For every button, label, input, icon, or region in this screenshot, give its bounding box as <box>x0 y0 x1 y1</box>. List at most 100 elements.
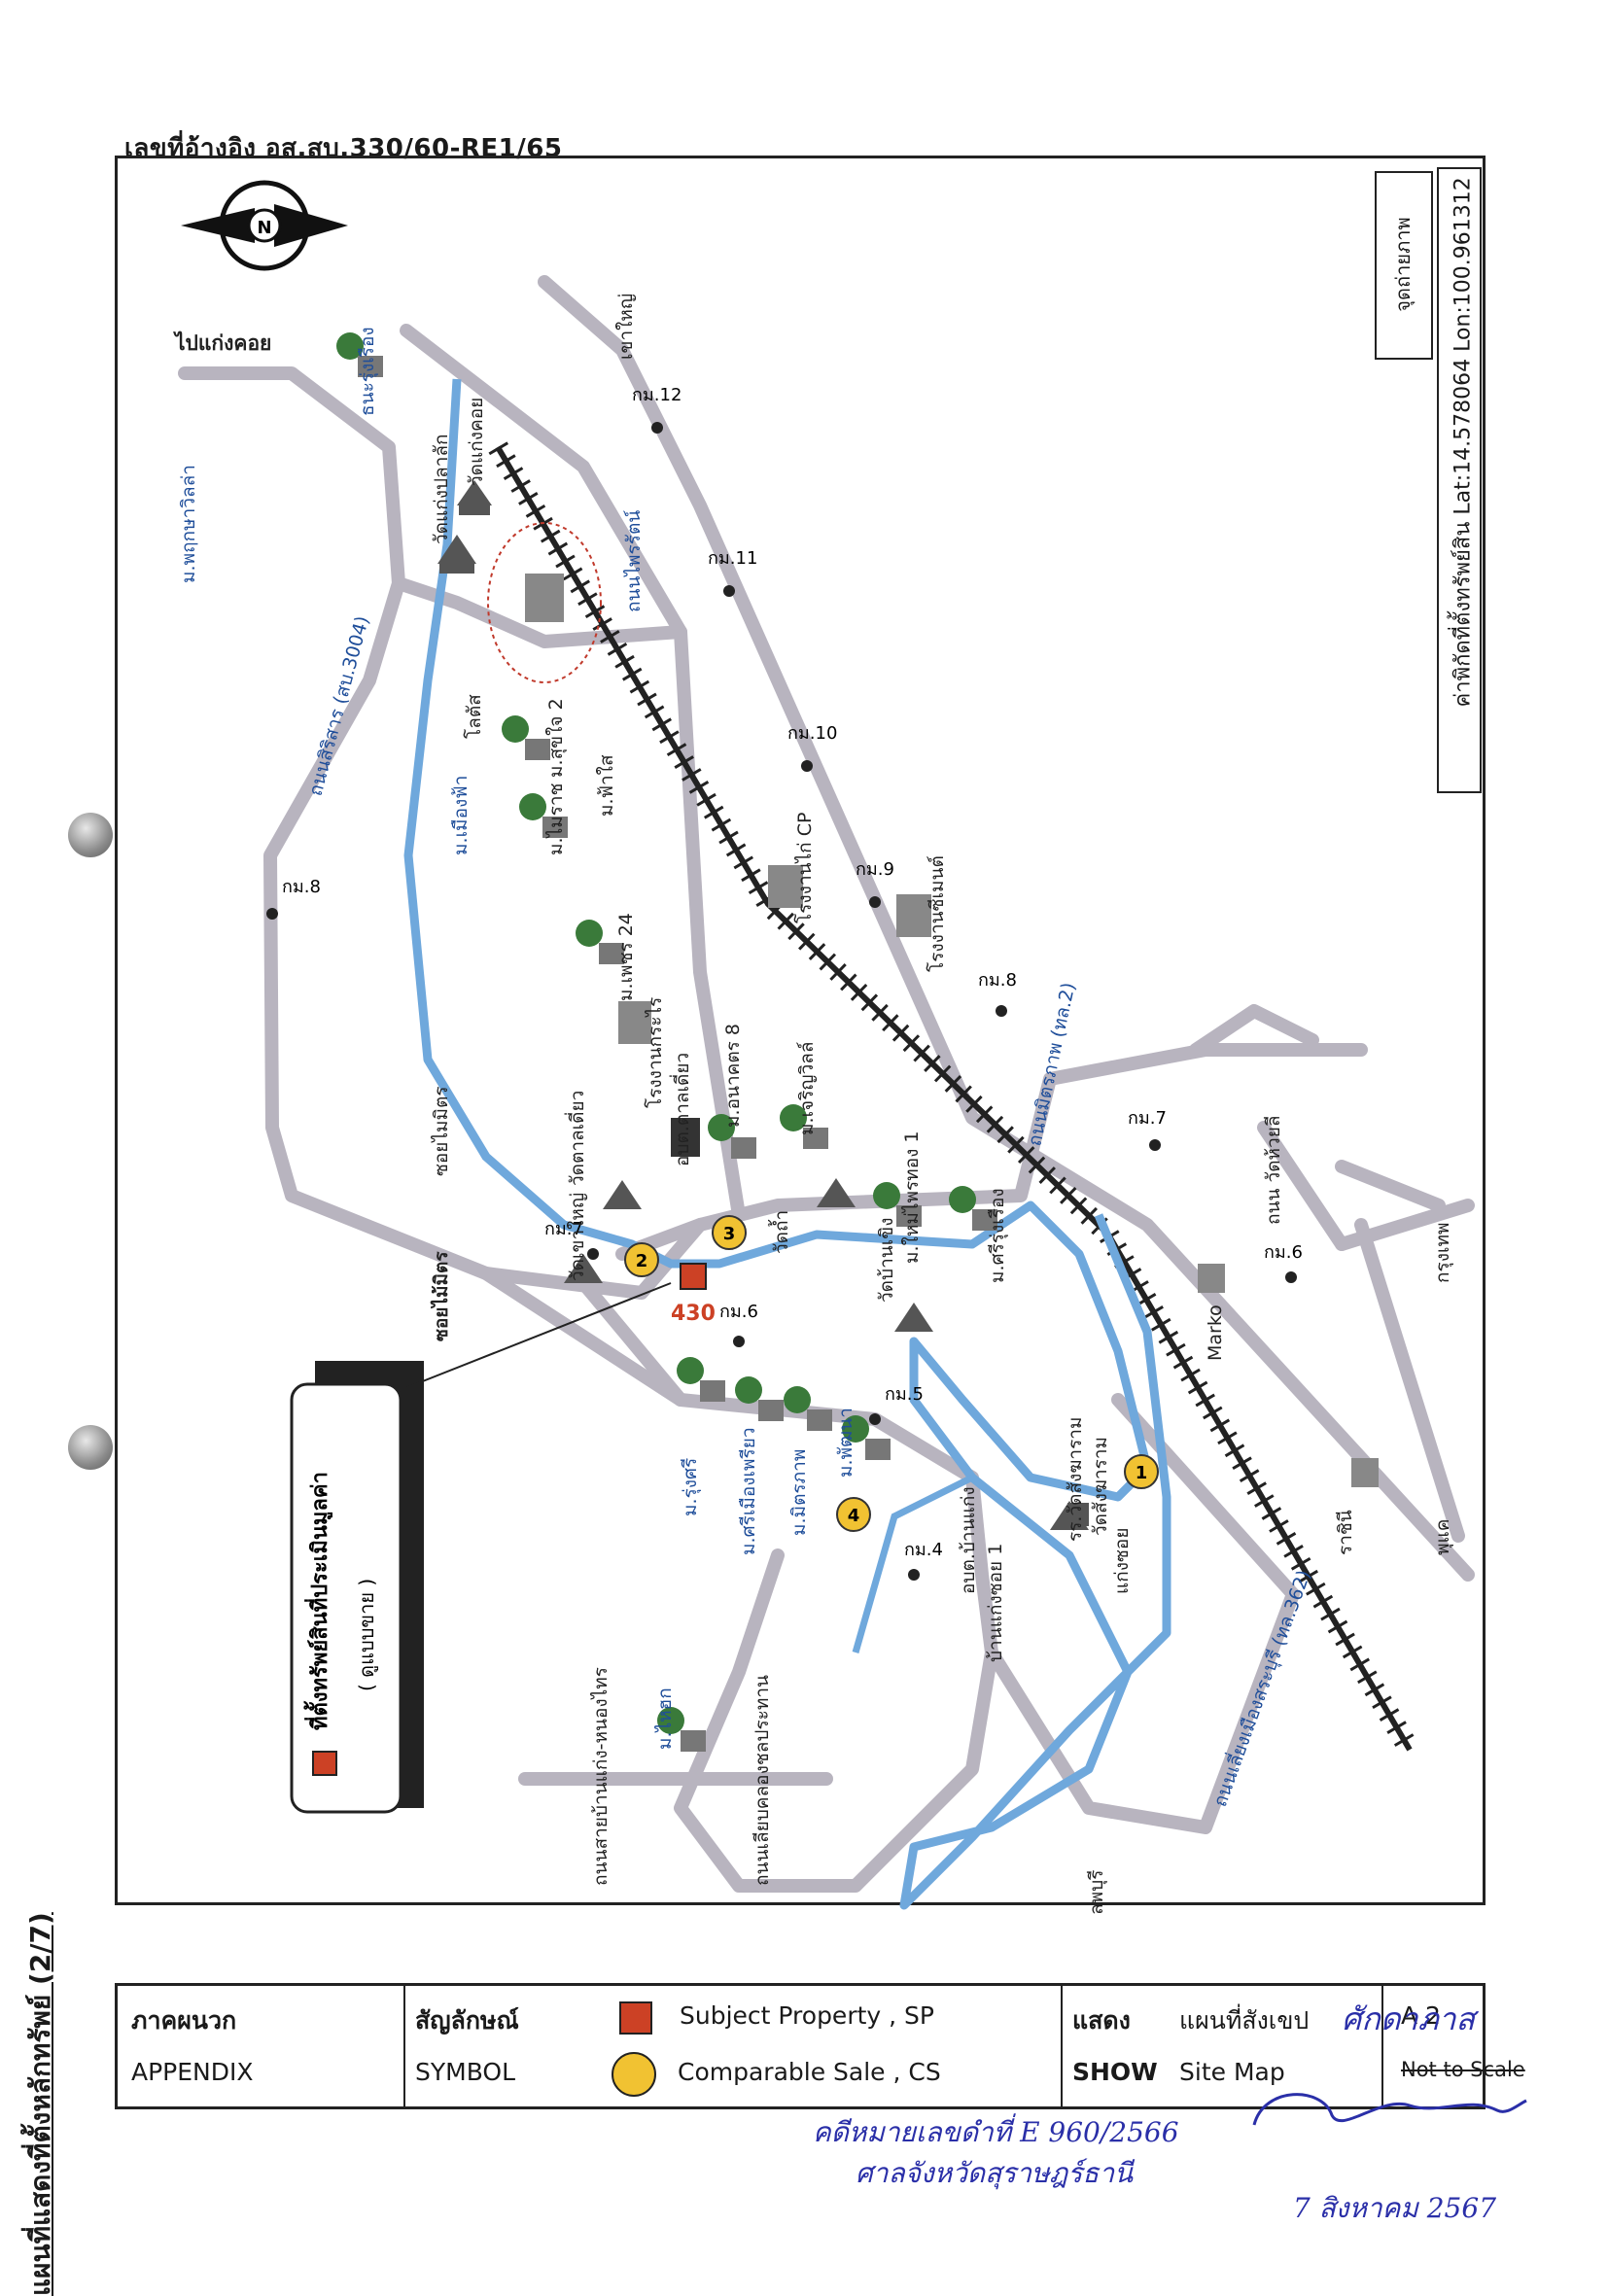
tree-icon <box>949 1186 997 1231</box>
tree-icon <box>336 332 383 377</box>
symbol-th: สัญลักษณ์ <box>415 2006 519 2035</box>
label: ซอยไมมิตร <box>431 1086 452 1176</box>
label: ม.พฤกษาวิลล่า <box>178 465 199 583</box>
km-label: กม.12 <box>632 385 682 405</box>
show-th: แสดง <box>1072 2006 1131 2035</box>
label: ม.ไมราช <box>545 783 567 855</box>
railway-line <box>488 441 1419 1756</box>
scale-note: Not to Scale <box>1401 2058 1525 2081</box>
label: ม.ศรีเมืองเพรียว <box>738 1427 759 1555</box>
label: วัดแก่งคอย <box>466 398 487 486</box>
building-icon <box>671 1118 700 1157</box>
subject-callout: ที่ตั้งทรัพย์สินที่ประเมินมูลค่า ( ดูแบบ… <box>290 1282 672 1814</box>
label: วัดถ้ำ <box>768 1210 792 1254</box>
km-label: กม.6 <box>719 1302 758 1322</box>
km-label: กม.8 <box>282 877 321 897</box>
svg-text:3: 3 <box>723 1224 736 1244</box>
tree-icon <box>842 1415 891 1460</box>
comparable-3: 3 <box>712 1215 747 1250</box>
temple-icon <box>564 1254 603 1283</box>
label: โรงงานกระไร <box>644 997 666 1108</box>
coordinates-box <box>1437 167 1482 793</box>
comparable-4: 4 <box>836 1497 871 1532</box>
symbol-en: SYMBOL <box>415 2058 516 2086</box>
comparable-markers: 1 2 3 4 <box>624 1215 1159 1532</box>
svg-text:2: 2 <box>636 1251 648 1271</box>
label: ม.ศรีรุ่งเรือง <box>987 1188 1009 1283</box>
label: ถนนสายบ้านแก่ง-หนองไทร <box>590 1667 612 1886</box>
punch-hole-top <box>68 813 113 857</box>
km-label: กม.5 <box>885 1384 924 1405</box>
temple-icon <box>437 535 476 574</box>
label: วัดตาลเดี่ยว <box>564 1091 588 1186</box>
north-label: N <box>257 218 271 238</box>
label: อบต.ตาลเดี่ยว <box>669 1053 693 1166</box>
label: ลพบุรี <box>1086 1870 1108 1915</box>
appendix-th: ภาคผนวก <box>131 2006 237 2035</box>
comparable-swatch <box>612 2052 656 2097</box>
label: ถนนสิริสาร (สบ.3004) <box>305 613 374 798</box>
label: ราชินี <box>1335 1510 1356 1555</box>
subject-callout-label-2: ( ดูแบบขาย ) <box>355 1579 379 1691</box>
photo-point-box <box>1375 171 1433 360</box>
label: ม.ไหฮก <box>654 1687 676 1750</box>
subject-callout-label-1: ที่ตั้งทรัพย์สินที่ประเมินมูลค่า <box>303 1472 333 1730</box>
handwritten-case-number: คดีหมายเลขดำที่ E 960/2566 <box>813 2116 1179 2148</box>
legend-panel: ภาคผนวก APPENDIX สัญลักษณ์ SYMBOL Subjec… <box>115 1983 1525 2109</box>
handwritten-court: ศาลจังหวัดสุราษฎร์ธานี <box>856 2157 1134 2189</box>
label: แก่งซอย <box>1111 1528 1133 1594</box>
label: ธนะรุ่งเรือง <box>357 327 379 416</box>
km-label: กม.10 <box>787 723 837 744</box>
temple-icon <box>603 1180 642 1209</box>
label: เขาใหญ่ <box>615 294 637 360</box>
label: ไปแก่งคอย <box>173 330 271 355</box>
subject-address-no: 430 <box>671 1302 716 1326</box>
signature-bottom <box>1252 2093 1527 2126</box>
label: ม.เมืองฟ้า <box>450 776 472 855</box>
comparable-legend-label: Comparable Sale , CS <box>678 2058 941 2086</box>
label: โรงงานไก่ CP <box>793 813 816 923</box>
legend-show-cell: แสดง SHOW แผนที่สังเขป Site Map <box>1063 1986 1383 2106</box>
label: ม.ฟ้าใส <box>596 754 617 817</box>
label: ม.เจริญวิลล์ <box>796 1041 818 1135</box>
show-en: SHOW <box>1072 2058 1158 2086</box>
label: ม.รุ่งศรี <box>680 1458 702 1516</box>
tree-icon <box>657 1707 706 1752</box>
legend-scale-cell: A 2 Not to Scale <box>1383 1986 1525 2106</box>
label: ซอยไม้มิตร <box>430 1251 452 1341</box>
label: โรงงานซีเมนต์ <box>926 855 948 972</box>
subject-swatch <box>619 2001 652 2035</box>
tree-icon <box>780 1104 828 1149</box>
label: โลตัส <box>463 694 485 739</box>
building-icon <box>525 574 564 622</box>
km-label: กม.11 <box>708 548 757 569</box>
lotus-area <box>487 522 602 683</box>
reference-number: เลขที่อ้างอิง อส.สบ.330/60-RE1/65 <box>124 134 563 163</box>
handwritten-date: 7 สิงหาคม 2567 <box>1293 2192 1497 2224</box>
label: ม.มิตรภาพ <box>788 1449 810 1536</box>
landmark-icons <box>336 332 1379 1752</box>
label: กรุงเทพ <box>1432 1222 1454 1283</box>
comparable-2: 2 <box>624 1242 659 1277</box>
svg-text:1: 1 <box>1136 1463 1148 1483</box>
tree-icon <box>784 1386 832 1431</box>
tree-icon <box>708 1114 756 1159</box>
label: รร.วัดสังฆาราม <box>1065 1416 1086 1542</box>
appendix-en: APPENDIX <box>131 2058 254 2086</box>
building-icon <box>1198 1264 1225 1293</box>
km-markers: กม.4 กม.5 กม.6 กม.7 กม.8 กม.9 กม.10 กม.1… <box>266 385 1303 1581</box>
north-arrow-icon: N <box>181 180 348 271</box>
building-icon <box>618 1001 651 1044</box>
building-icon <box>768 865 803 908</box>
label: ม.เพชร 24 <box>615 913 637 1001</box>
tree-icon <box>519 793 568 838</box>
label: วัดบ้านเขิง <box>876 1218 897 1304</box>
map-frame <box>115 156 1486 1905</box>
km-label: กม.6 <box>1264 1242 1303 1263</box>
label: Marko <box>1205 1305 1226 1361</box>
label: ถนนมิตรภาพ (ทล.2) <box>1024 981 1079 1148</box>
tree-icon <box>502 715 550 760</box>
sitemap-th: แผนที่สังเขป <box>1179 2006 1310 2035</box>
comparable-1: 1 <box>1124 1454 1159 1489</box>
label: วัดเขาใหญ่ <box>567 1193 588 1281</box>
